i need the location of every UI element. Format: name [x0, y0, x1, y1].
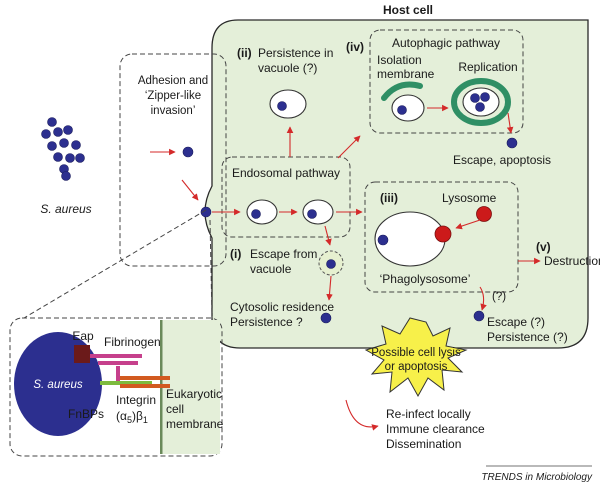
cytosolic-residence-label: Cytosolic residence — [230, 300, 334, 314]
escaped-bacterium-autophagy — [506, 137, 518, 149]
replication-label: Replication — [458, 60, 517, 74]
integrin-bar-2 — [120, 384, 170, 388]
s-aureus-cluster — [41, 117, 85, 181]
eukaryotic-membrane-line1: Eukaryotic — [166, 387, 222, 401]
adhesion-label-line3: invasion’ — [151, 105, 196, 117]
eap-label: Eap — [72, 329, 94, 343]
endosome-1 — [246, 199, 278, 225]
lysosome-number: (iii) — [380, 191, 398, 205]
autophagic-title: Autophagic pathway — [392, 36, 500, 50]
phagolysosome-label: ‘Phagolysosome’ — [380, 272, 471, 286]
persistence-vacuole-line1: Persistence in — [258, 46, 333, 60]
eap-protein — [74, 345, 90, 363]
lysosome-box — [364, 181, 519, 293]
host-cell-label: Host cell — [383, 3, 433, 17]
s-aureus-label: S. aureus — [40, 202, 91, 216]
invading-bacterium — [200, 206, 212, 218]
cell-lysis-starburst — [364, 317, 468, 398]
endosomal-label: Endosomal pathway — [232, 166, 340, 180]
escape-vacuole-line1: Escape from — [250, 247, 317, 261]
fibrinogen-label: Fibrinogen — [104, 335, 161, 349]
integrin-label: Integrin — [116, 393, 156, 407]
isolation-membrane-line1: Isolation — [377, 53, 422, 67]
fibrinogen-bar-2 — [98, 361, 138, 365]
inset-s-aureus-label: S. aureus — [33, 379, 82, 391]
membrane-region — [162, 320, 220, 454]
zoom-line-bottom — [209, 219, 213, 319]
adhesion-label-line2: ‘Zipper-like — [145, 90, 201, 102]
reinfect-label: Re-infect locally — [386, 407, 471, 421]
destruction-label: Destruction — [544, 254, 600, 268]
fibrinogen-bar-1 — [90, 354, 142, 358]
fibrinogen-bar-3 — [116, 366, 120, 382]
fnbps-label: FnBPs — [68, 407, 104, 421]
eukaryotic-membrane-line3: membrane — [166, 417, 224, 431]
escape-vacuole-line2: vacuole — [250, 262, 292, 276]
credit-label: TRENDS in Microbiology — [481, 472, 593, 483]
lysosome-label: Lysosome — [442, 191, 497, 205]
isolation-membrane-line2: membrane — [377, 67, 435, 81]
integrin-bar-1 — [120, 376, 170, 380]
escape-vacuole-number: (i) — [230, 247, 241, 261]
immune-clearance-label: Immune clearance — [386, 422, 485, 436]
adhesion-label-line1: Adhesion and — [138, 75, 208, 87]
endosome-2 — [302, 199, 334, 225]
adhesion-box — [119, 53, 227, 267]
endosomal-box — [221, 156, 351, 238]
fused-lysosome — [434, 225, 452, 243]
zoom-line-top — [23, 209, 207, 319]
persistence-vacuole-number: (ii) — [237, 46, 252, 60]
adhering-bacterium — [182, 146, 194, 158]
autophagic-box — [369, 29, 524, 134]
eukaryotic-membrane-line2: cell — [166, 402, 184, 416]
autophagosome — [451, 78, 511, 126]
escape-question-label: Escape (?) — [487, 315, 545, 329]
escape-apoptosis-label: Escape, apoptosis — [453, 153, 551, 167]
cytosolic-bacterium — [320, 312, 332, 324]
escaped-bacterium-lysosome — [473, 310, 485, 322]
autophagic-number: (iv) — [346, 40, 364, 54]
persistence-question-label: Persistence (?) — [487, 330, 568, 344]
isolation-membrane — [381, 81, 423, 101]
autophagy-vacuole — [391, 94, 425, 122]
persistent-vacuole — [269, 89, 307, 119]
persistence-vacuole-line2: vacuole (?) — [258, 61, 317, 75]
integrin-formula: (α5)β1 — [116, 409, 148, 425]
question-mark-label: (?) — [492, 291, 506, 303]
adhesion-detail-inset — [9, 317, 223, 457]
destruction-number: (v) — [536, 240, 551, 254]
cytosolic-persistence-label: Persistence ? — [230, 315, 303, 329]
cell-lysis-line2: or apoptosis — [385, 361, 448, 373]
fnbps-protein — [100, 381, 152, 385]
lysosome — [476, 206, 492, 222]
dissemination-label: Dissemination — [386, 437, 461, 451]
cell-lysis-line1: Possible cell lysis — [371, 347, 461, 359]
